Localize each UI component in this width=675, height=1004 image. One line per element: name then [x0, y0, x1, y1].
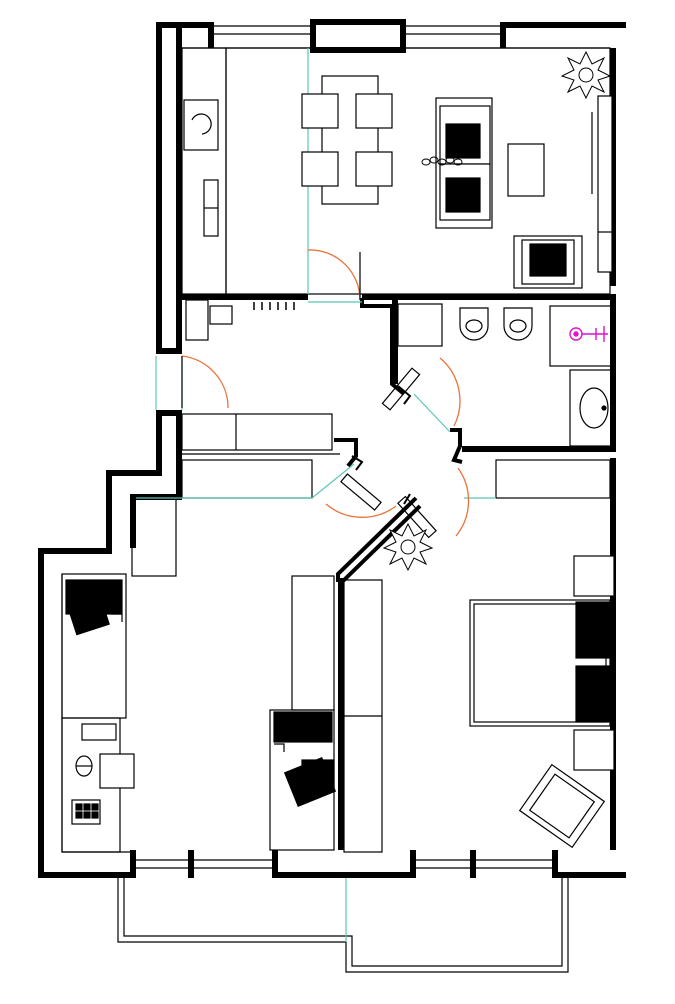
- nightstand-2: [573, 729, 615, 771]
- wall-top-left: [156, 22, 214, 28]
- balcony-inner: [123, 878, 563, 967]
- door-bath-swing: [439, 357, 461, 427]
- wall-bottom-mid-return: [272, 850, 278, 878]
- sofa: [435, 97, 493, 229]
- wall-right-bath: [610, 300, 616, 452]
- wall-left-bedroom-inner-step: [130, 494, 136, 548]
- bathroom-fixtures: [459, 307, 609, 429]
- sofa-cushion-1: [445, 123, 481, 159]
- wall-left-bedroom-inner-top: [130, 494, 182, 500]
- plant-hall-icon: [382, 522, 434, 572]
- double-bed-pillow-2: [575, 665, 611, 723]
- door-living-swing: [307, 249, 361, 301]
- nightstand-1: [573, 555, 615, 597]
- dining-set: [301, 75, 393, 205]
- wall-bath-left: [392, 300, 398, 384]
- wash-basin: [579, 387, 609, 429]
- wall-living-bottom-right: [362, 294, 616, 300]
- left-desk-chair: [99, 753, 135, 789]
- door-right-bedroom-swing: [455, 467, 470, 537]
- wall-left-step-1: [106, 470, 112, 554]
- wall-bottom-right: [552, 872, 626, 878]
- left-bedroom-furniture: [65, 579, 135, 825]
- armchair-bedroom: [518, 763, 606, 849]
- middle-bedroom-furniture: [273, 711, 337, 807]
- wall-left-step-2: [106, 470, 162, 476]
- dining-chair-2: [355, 93, 393, 129]
- wall-bedroom-divider: [338, 578, 344, 850]
- wall-left-upper-end: [156, 348, 182, 354]
- kitchen-tap-icon: [191, 113, 212, 135]
- plant-living-icon: [560, 50, 612, 100]
- kitchen-counter: [181, 47, 227, 295]
- door-left-bedroom-swing: [325, 503, 397, 518]
- sofa-cushion-2: [445, 177, 481, 213]
- radiator-ticks: [253, 302, 295, 310]
- dining-chair-3: [301, 151, 339, 187]
- bedroom-wardrobe-top: [495, 459, 611, 499]
- left-desk-drawer: [81, 723, 117, 741]
- right-bedroom-furniture: [469, 555, 615, 849]
- bath-vanity: [569, 369, 613, 447]
- coffee-table: [507, 143, 545, 197]
- door-entrance-swing: [181, 355, 229, 409]
- wall-bottom-right-return: [552, 850, 558, 878]
- wall-left-bedroom-top: [38, 548, 110, 554]
- door-leaves: [181, 252, 437, 539]
- tv-unit: [591, 95, 613, 273]
- wall-left-step-4: [156, 410, 182, 416]
- door-swings: [181, 249, 470, 537]
- dining-chair-4: [355, 151, 393, 187]
- wall-left-upper: [156, 22, 162, 354]
- wall-bottom-mid: [272, 872, 416, 878]
- wall-top-right-return: [500, 22, 506, 48]
- wall-bottom-left-return: [130, 850, 136, 878]
- wall-living-bottom-left: [182, 294, 308, 300]
- wall-left-bedroom-outer: [38, 548, 44, 878]
- wall-left-step-3: [156, 410, 162, 476]
- wall-top-right: [500, 22, 626, 28]
- armchair-living: [513, 235, 583, 289]
- left-bed-blanket: [68, 598, 110, 636]
- wall-corridor-left: [176, 410, 182, 498]
- walls: [38, 19, 626, 878]
- corridor-cabinet: [181, 413, 333, 451]
- wall-top-pillar: [310, 19, 406, 53]
- wall-bottom-mid-return-2: [410, 850, 416, 878]
- wall-bath-bottom: [462, 446, 616, 452]
- inner-lines: [61, 25, 613, 973]
- corridor-cabinet-small: [185, 299, 209, 341]
- shower-tray: [549, 305, 613, 367]
- bath-cabinet: [397, 303, 443, 347]
- window-mullion-1: [188, 850, 194, 878]
- thresholds: [136, 48, 496, 942]
- wall-bottom-left: [38, 872, 134, 878]
- dining-chair-1: [301, 93, 339, 129]
- wall-left-upper-inner: [176, 22, 182, 354]
- balcony-outline: [117, 878, 569, 973]
- double-bed-pillow-1: [575, 601, 611, 659]
- sofa-chain-icon: [421, 156, 463, 166]
- wall-left-corner: [156, 22, 182, 28]
- corridor-radiator: [209, 305, 233, 325]
- middle-bed-pillow: [273, 711, 333, 743]
- wall-top-left-return: [208, 22, 214, 48]
- kitchen-fixtures: [183, 99, 219, 237]
- wall-right-lower: [610, 458, 616, 850]
- wall-right-upper: [610, 48, 616, 286]
- shower-head-icon: [569, 326, 608, 342]
- window-mullion-2: [470, 850, 476, 878]
